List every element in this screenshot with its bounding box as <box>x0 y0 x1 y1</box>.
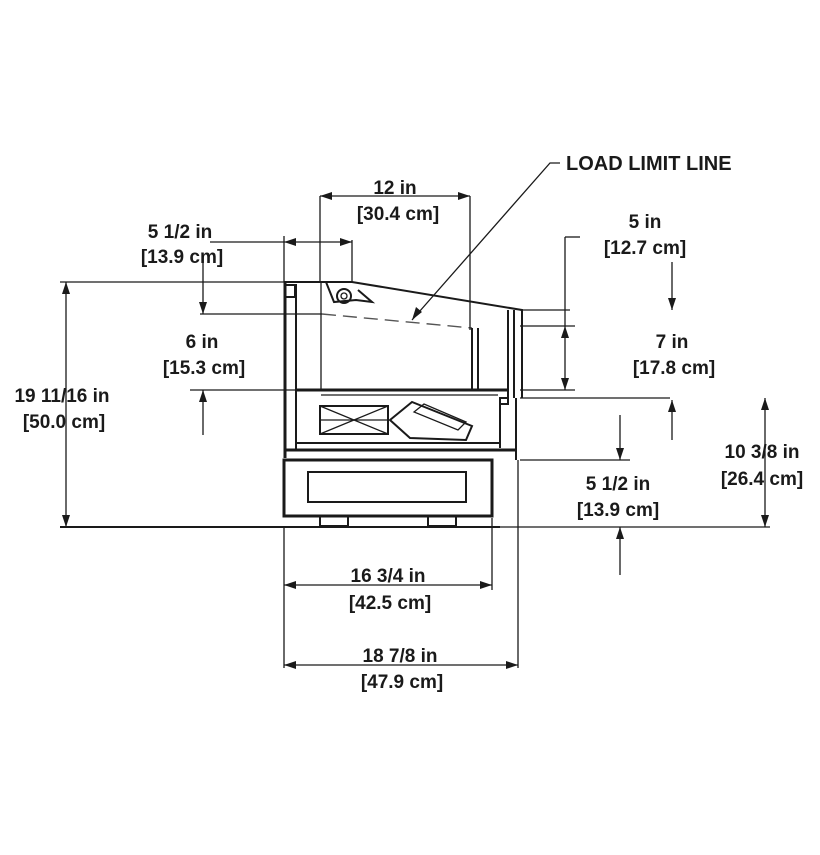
product-crate <box>319 405 389 435</box>
dim-rear-drop-in: 5 in <box>629 212 662 233</box>
dim-front-glass-cm: [15.3 cm] <box>163 358 245 379</box>
front-hinge-block <box>284 284 296 298</box>
load-limit-line <box>321 313 473 329</box>
dim-front-setback-in: 5 1/2 in <box>148 222 212 243</box>
dim-base-depth-in: 16 3/4 in <box>351 566 426 587</box>
extension-lines <box>60 196 770 668</box>
dim-front-setback-cm: [13.9 cm] <box>141 247 223 268</box>
dim-overall-height-cm: [50.0 cm] <box>23 412 105 433</box>
top-canopy <box>284 281 523 398</box>
load-limit-label: LOAD LIMIT LINE <box>566 153 732 175</box>
dim-base-height-cm: [13.9 cm] <box>577 500 659 521</box>
dim-rear-drop-cm: [12.7 cm] <box>604 238 686 259</box>
dim-top-width-in: 12 in <box>373 178 416 199</box>
dim-overall-depth-in: 18 7/8 in <box>363 646 438 667</box>
dim-top-width-cm: [30.4 cm] <box>357 204 439 225</box>
product-tray <box>388 400 474 442</box>
dim-overall-depth-cm: [47.9 cm] <box>361 672 443 693</box>
dim-counter-height-cm: [26.4 cm] <box>721 469 803 490</box>
dim-overall-height-in: 19 11/16 in <box>14 386 109 407</box>
dim-rear-opening-cm: [17.8 cm] <box>633 358 715 379</box>
dim-counter-height-in: 10 3/8 in <box>725 442 800 463</box>
dim-rear-opening-in: 7 in <box>656 332 689 353</box>
dim-base-depth-cm: [42.5 cm] <box>349 593 431 614</box>
dimension-labels: LOAD LIMIT LINE 12 in [30.4 cm] 5 1/2 in… <box>14 153 803 693</box>
dimension-arrows <box>62 162 769 669</box>
display-case-outline <box>60 281 523 528</box>
base-cabinet <box>282 458 494 527</box>
light-fixture <box>325 281 376 304</box>
dim-base-height-in: 5 1/2 in <box>586 474 650 495</box>
dim-front-glass-in: 6 in <box>186 332 219 353</box>
